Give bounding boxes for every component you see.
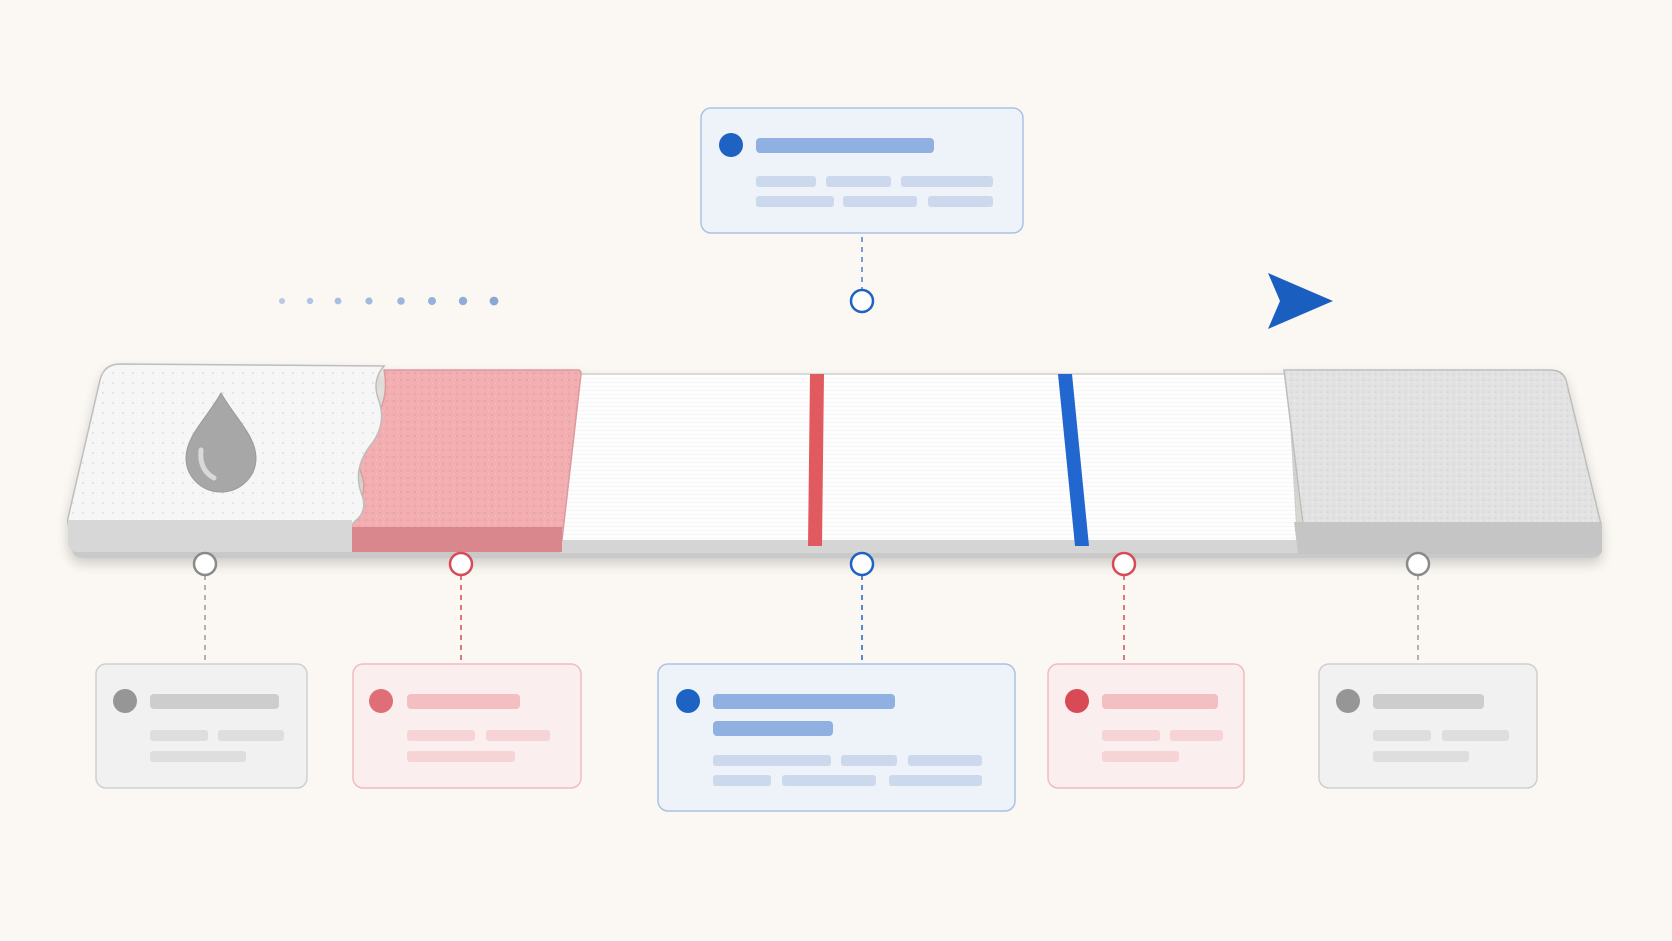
control-line xyxy=(1058,374,1089,546)
conjugate-pad-marker xyxy=(448,551,474,577)
callout-bullet-icon xyxy=(1065,689,1089,713)
arrow-right-icon xyxy=(1268,273,1333,329)
sample-pad-connector xyxy=(192,551,218,662)
test-line xyxy=(808,374,824,546)
absorbent-pad-marker xyxy=(1405,551,1431,577)
flow-marker xyxy=(849,288,875,314)
membrane-marker xyxy=(849,551,875,577)
membrane xyxy=(559,373,1299,553)
callout-title-placeholder xyxy=(756,138,934,153)
callout-bullet-icon xyxy=(113,689,137,713)
sample-pad-marker xyxy=(192,551,218,577)
absorbent-pad xyxy=(1283,369,1602,554)
callout-bullet-icon xyxy=(676,689,700,713)
flow-dotted-trail xyxy=(279,296,499,306)
conjugate-pad-connector xyxy=(448,551,474,662)
callout-absorbent-pad xyxy=(1318,663,1538,789)
callout-test-line xyxy=(1047,663,1245,789)
callout-membrane xyxy=(657,663,1016,812)
callout-bullet-icon xyxy=(369,689,393,713)
callout-bullet-icon xyxy=(1336,689,1360,713)
sample-pad xyxy=(66,363,386,552)
flow-direction-arrow xyxy=(279,237,1333,329)
callout-flow-direction xyxy=(700,107,1024,234)
callout-sample-pad xyxy=(95,663,308,789)
test-strip xyxy=(66,363,1602,558)
absorbent-pad-connector xyxy=(1405,551,1431,662)
membrane-connector xyxy=(849,551,875,662)
test-line-marker xyxy=(1111,551,1137,577)
callout-conjugate-pad xyxy=(352,663,582,789)
callout-bullet-icon xyxy=(719,133,743,157)
conjugate-pad xyxy=(335,369,582,552)
test-line-connector xyxy=(1111,551,1137,662)
